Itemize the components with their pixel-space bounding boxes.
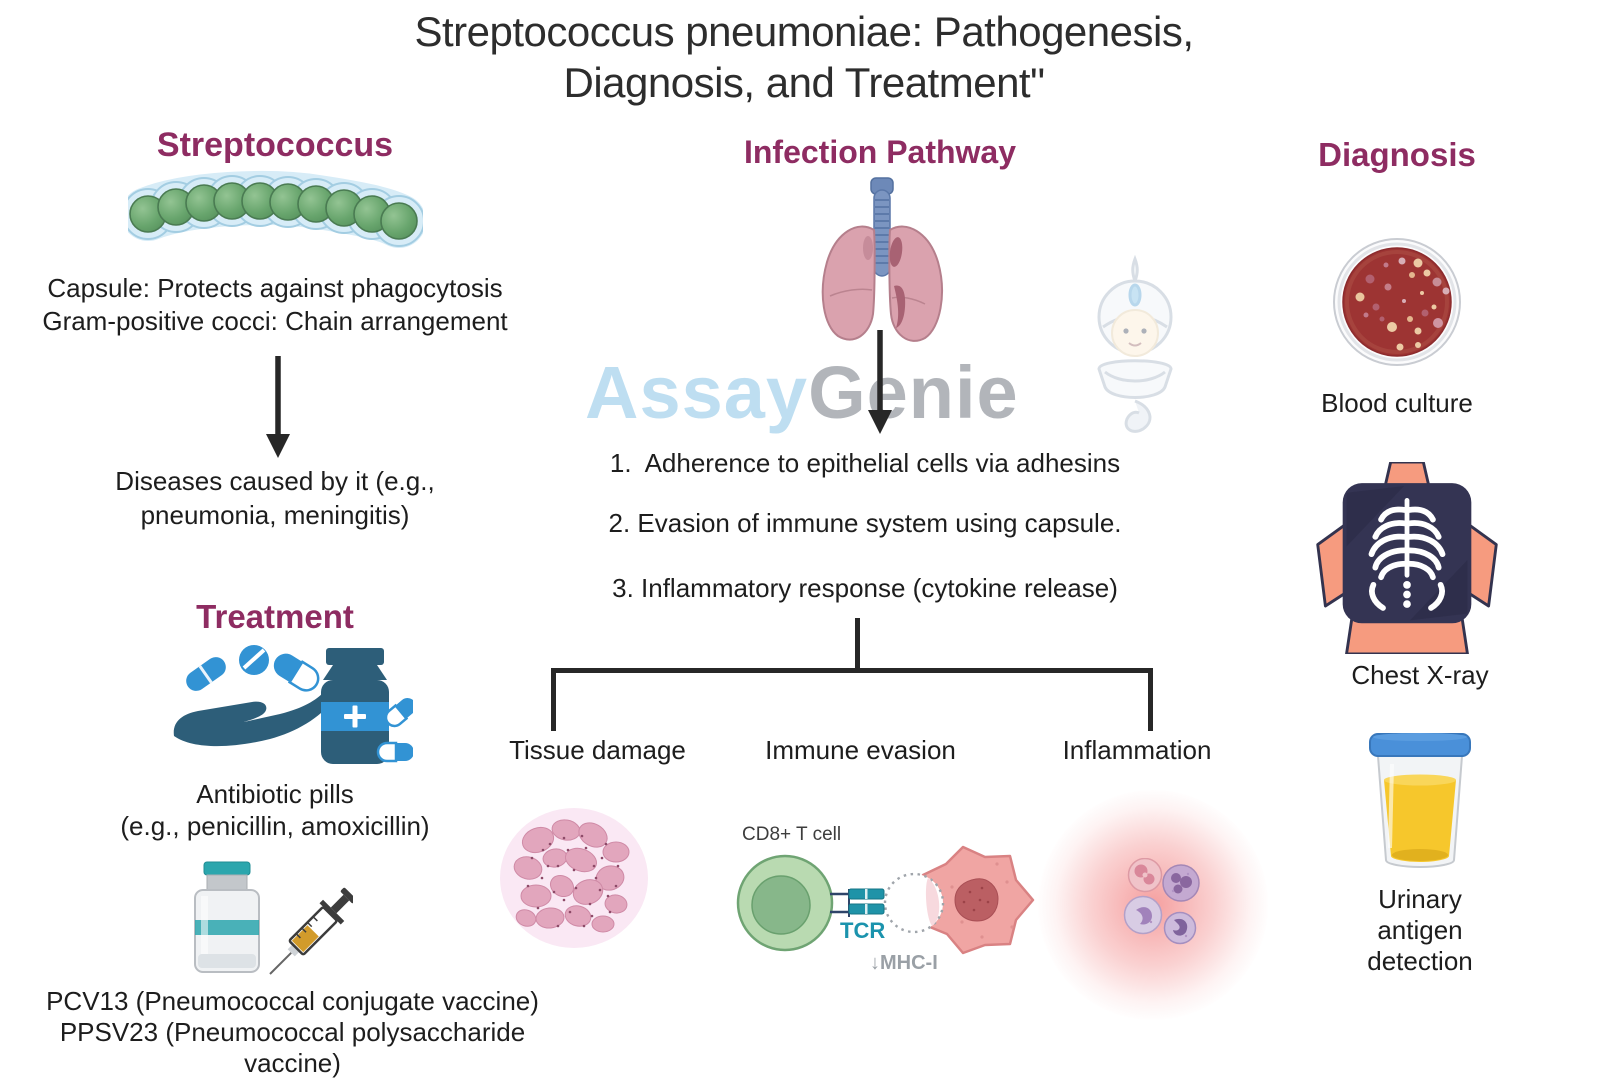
antibiotics-text: Antibiotic pills (e.g., penicillin, amox… [60,778,490,842]
infection-pathway-heading: Infection Pathway [743,134,1017,170]
pathway-step-2: 2. Evasion of immune system using capsul… [608,508,1122,538]
syringe-icon [269,887,353,975]
page-title-line2: Diagnosis, and Treatment" [563,59,1046,106]
immune-evasion-cells-icon [736,845,1035,955]
capsule-feature-text: Capsule: Protects against phagocytosis G… [20,272,530,338]
chest-xray-label: Chest X-ray [1351,660,1489,690]
page-title: Streptococcus pneumoniae: Pathogenesis, … [0,6,1608,108]
tcr-label: TCR [840,918,886,943]
branch-stem-line [855,618,860,672]
inflammation-label: Inflammation [1062,735,1212,765]
page-title-line1: Streptococcus pneumoniae: Pathogenesis, [414,8,1194,55]
tissue-damage-label: Tissue damage [509,735,686,765]
vaccines-line3: vaccine) [244,1048,341,1078]
watermark: AssayGenie [585,350,1019,435]
capsule-feature-line1: Capsule: Protects against phagocytosis [47,273,503,303]
vaccines-line2: PPSV23 (Pneumococcal polysaccharide [59,1017,526,1047]
watermark-assay: Assay [585,351,809,434]
streptococcus-chain-icon [128,171,423,248]
vaccines-line1: PCV13 (Pneumococcal conjugate vaccine) [46,986,539,1016]
branch-horizontal-line [551,668,1153,673]
urine-sample-cup-icon [1369,733,1471,868]
capsule-feature-line2: Gram-positive cocci: Chain arrangement [42,306,508,336]
blood-culture-plate-icon [1333,238,1461,366]
antibiotics-line1: Antibiotic pills [196,779,354,809]
down-arrow-icon [266,356,290,458]
vaccines-text: PCV13 (Pneumococcal conjugate vaccine) P… [15,986,570,1079]
treatment-heading: Treatment [196,598,354,635]
diseases-line1: Diseases caused by it (e.g., [115,466,435,496]
hand-with-pills-icon [173,689,336,747]
down-arrow-icon [868,330,892,434]
diagnosis-heading: Diagnosis [1318,136,1476,173]
capsules-icon [376,698,413,763]
immune-evasion-label: Immune evasion [765,735,956,765]
medicine-bottle-icon [321,648,389,764]
inflamed-immune-cells-icon [1123,858,1200,945]
tissue-histology-icon [500,808,648,948]
pathway-step-1: 1. Adherence to epithelial cells via adh… [609,448,1121,478]
branch-right-drop-line [1148,668,1153,731]
blood-culture-label: Blood culture [1321,388,1473,418]
diseases-line2: pneumonia, meningitis) [140,500,410,530]
antibiotics-icon [173,645,413,764]
watermark-genie: Genie [808,351,1019,434]
pathway-step-3: 3. Inflammatory response (cytokine relea… [612,573,1118,603]
chest-xray-icon [1316,462,1498,654]
streptococcus-heading: Streptococcus [156,126,394,164]
tcr-receptor-icon [830,888,885,917]
vaccine-vial-icon [194,861,260,973]
diseases-text: Diseases caused by it (e.g., pneumonia, … [75,464,475,532]
vaccine-icon [194,861,353,975]
genie-mascot-icon [1097,255,1173,433]
urinary-antigen-label: Urinary antigen detection [1367,884,1473,976]
branch-left-drop-line [551,668,556,731]
cd8-t-cell-label: CD8+ T cell [742,824,842,845]
mhc-downregulation-label: ↓MHC-I [870,952,938,974]
immune-evasion-figure: CD8+ T cell TCR ↓MHC-I [712,792,1042,977]
lungs-icon [821,177,943,342]
antibiotics-line2: (e.g., penicillin, amoxicillin) [120,811,430,841]
